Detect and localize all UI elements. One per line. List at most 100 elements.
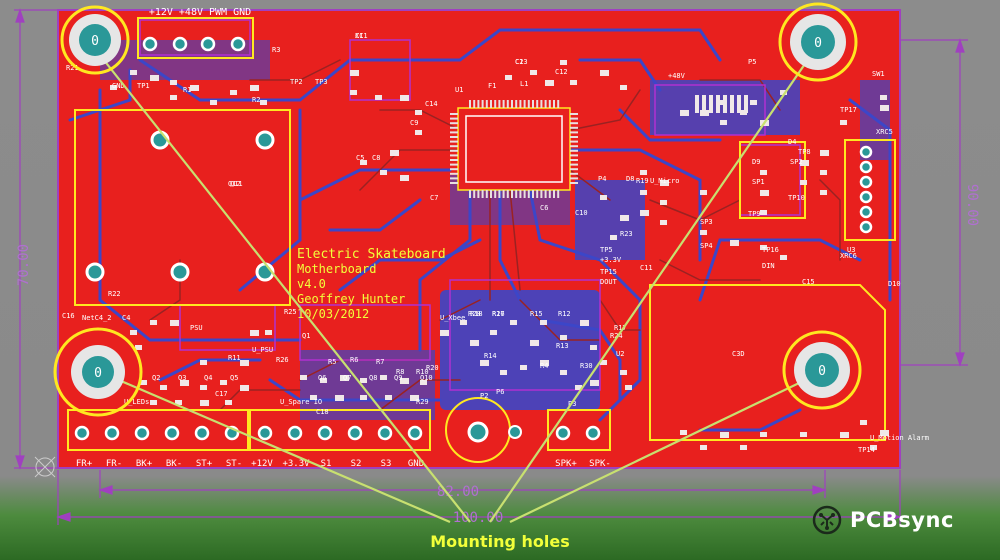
smd-pad xyxy=(470,340,479,346)
copper-trace xyxy=(538,318,622,402)
smd-pad xyxy=(130,70,137,75)
copper-trace xyxy=(418,188,472,352)
reference-designator: U_Motion Alarm xyxy=(870,434,929,442)
smd-pad xyxy=(150,75,159,81)
connector-pin-label: SPK- xyxy=(589,459,611,469)
smd-pad xyxy=(460,320,467,325)
smd-pad xyxy=(505,75,512,80)
smd-pad xyxy=(480,360,489,366)
through-hole-pin xyxy=(134,425,150,441)
header-p3-outline xyxy=(67,409,249,451)
through-hole-pin xyxy=(859,160,873,174)
smd-pad xyxy=(625,385,632,390)
through-hole-pin xyxy=(257,425,273,441)
smd-pad xyxy=(880,105,889,111)
reference-designator: Q9 xyxy=(394,374,402,382)
reference-designator: R16 xyxy=(492,310,505,318)
through-hole-pin xyxy=(142,36,158,52)
mounting-hole-bottom-left: 0 xyxy=(53,327,143,417)
mounting-hole-label: 0 xyxy=(94,366,102,381)
reference-designator: R27 xyxy=(492,310,505,318)
reference-designator: C18 xyxy=(316,408,329,416)
pcb-circuit-logo-icon xyxy=(812,505,842,535)
smd-pad xyxy=(740,110,747,115)
reference-designator: U_Spare IO xyxy=(280,398,322,406)
reference-designator: XRC5 xyxy=(876,128,893,136)
connector-pin-label: +12V xyxy=(251,459,273,469)
psu-outline xyxy=(74,109,291,306)
reference-designator: P5 xyxy=(748,58,756,66)
smd-pad xyxy=(220,380,227,385)
reference-designator: Q5 xyxy=(230,374,238,382)
reference-designator: TP3 xyxy=(315,78,328,86)
smd-pad xyxy=(540,320,547,325)
annotation-lines xyxy=(87,39,823,524)
smd-pad xyxy=(840,432,849,438)
reference-designator: C9 xyxy=(410,119,418,127)
reference-designator: C8 xyxy=(372,154,380,162)
copper-trace xyxy=(298,168,452,202)
copper-trace xyxy=(68,68,132,122)
through-hole-pin xyxy=(347,425,363,441)
connector-pin-label: S3 xyxy=(381,459,392,469)
smd-pad xyxy=(400,378,409,384)
through-hole-pin xyxy=(407,425,423,441)
reference-designator: SP2 xyxy=(790,158,803,166)
through-hole-pin xyxy=(585,425,601,441)
reference-designator: U1 xyxy=(455,86,463,94)
smd-pad xyxy=(170,95,177,100)
smd-pad xyxy=(720,120,727,125)
reference-designator: C12 xyxy=(555,68,568,76)
reference-designator: Q12 xyxy=(228,180,241,188)
smd-pad xyxy=(580,320,589,326)
smd-pad xyxy=(560,370,567,375)
smd-pad xyxy=(870,445,877,450)
smd-pad xyxy=(385,395,392,400)
reference-designator: R1 xyxy=(183,86,191,94)
smd-pad xyxy=(140,380,147,385)
smd-pad xyxy=(320,378,327,383)
smd-pad xyxy=(135,345,142,350)
smd-pad xyxy=(150,320,157,325)
smd-pad xyxy=(400,95,409,101)
through-hole-pin xyxy=(287,425,303,441)
smd-pad xyxy=(530,70,537,75)
copper-trace xyxy=(598,298,642,422)
dimension-label-bottom-inner: 82.00 xyxy=(437,484,479,500)
reference-designator: R17 xyxy=(614,324,627,332)
smd-pad xyxy=(640,210,649,216)
reference-designator: TP10 xyxy=(788,194,805,202)
smd-pad xyxy=(750,100,757,105)
smd-pad xyxy=(570,80,577,85)
reference-designator: R5 xyxy=(328,358,336,366)
smd-pad xyxy=(737,95,741,113)
through-hole-pin xyxy=(859,220,873,234)
reference-designator: TP16 xyxy=(762,246,779,254)
smd-pad xyxy=(130,330,137,335)
buzzer-footprint xyxy=(445,397,522,463)
smd-pad xyxy=(170,80,177,85)
smd-pad xyxy=(490,330,497,335)
smd-pad xyxy=(420,380,427,385)
through-hole-pins xyxy=(74,36,873,441)
through-hole-pin xyxy=(194,425,210,441)
copper-trace xyxy=(649,199,741,221)
smd-pad xyxy=(660,200,667,205)
reference-designator: NetC4_2 xyxy=(82,314,112,322)
connector-pin-label: FR+ xyxy=(76,459,93,469)
reference-designator: C6 xyxy=(540,204,548,212)
smd-pad xyxy=(335,395,344,401)
connector-pin-label: BK+ xyxy=(136,459,153,469)
smd-pad xyxy=(500,370,507,375)
reference-designator: R21 xyxy=(66,64,79,72)
reference-designator: TP1 xyxy=(137,82,150,90)
connector-pin-label: +3.3V xyxy=(282,459,310,469)
smd-pad xyxy=(680,110,689,116)
through-hole-pin xyxy=(859,175,873,189)
reference-designator: SP1 xyxy=(752,178,765,186)
smd-pad xyxy=(560,60,567,65)
reference-designator: DOUT xyxy=(600,278,618,286)
reference-designator: R3 xyxy=(272,46,280,54)
reference-designator: R13 xyxy=(556,342,569,350)
